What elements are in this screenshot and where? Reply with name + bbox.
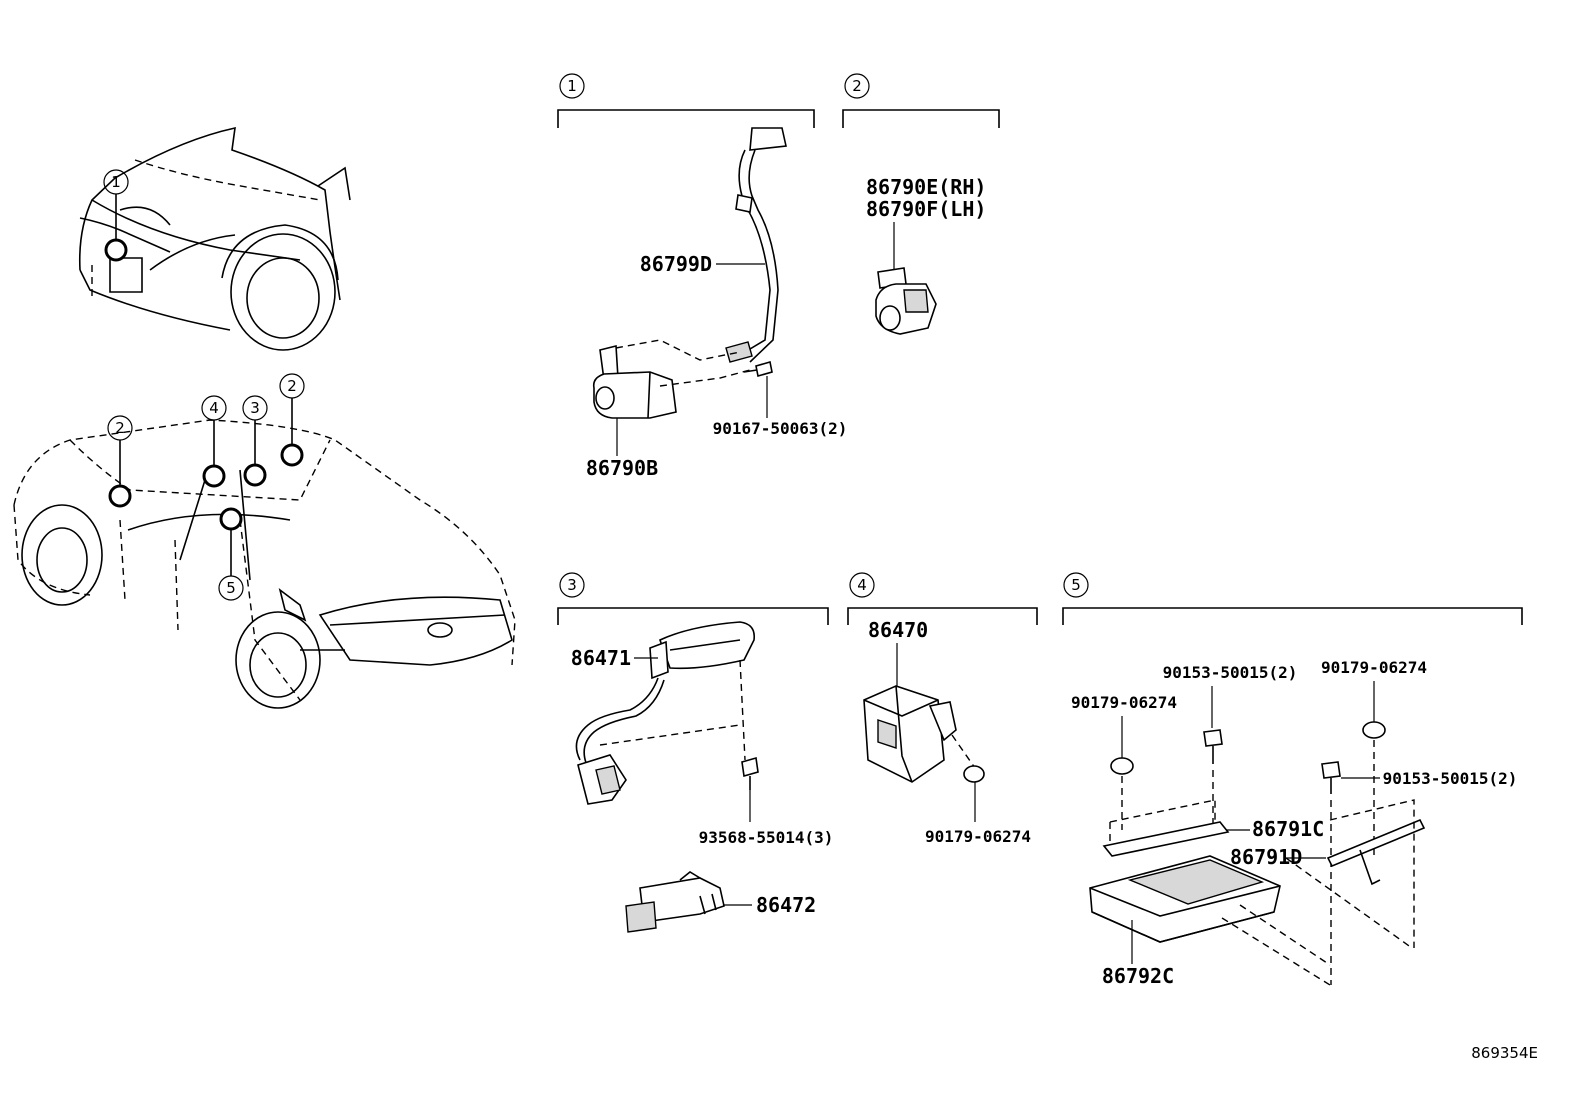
- part-label-90153-50015-a: 90153-50015(2): [1163, 663, 1298, 682]
- camera-unit-86471: [575, 621, 756, 805]
- rear-callouts: 2 4 3 2 5: [107, 373, 305, 601]
- callout-label: 4: [209, 399, 219, 417]
- part-label-86471: 86471: [571, 646, 631, 670]
- side-camera-86790E-F: [875, 267, 937, 335]
- camera-harness-86799D: [725, 127, 787, 363]
- callout-label: 2: [287, 377, 297, 395]
- part-label-86472: 86472: [756, 893, 816, 917]
- nut-90179-06274-a: [1110, 757, 1134, 830]
- section-4: 4 86470 90179-06274: [847, 572, 1038, 846]
- part-label-86790F: 86790F(LH): [866, 197, 986, 221]
- part-label-86790B: 86790B: [586, 456, 658, 480]
- screw-93568-55014: [741, 756, 759, 790]
- part-label-86799D: 86799D: [640, 252, 712, 276]
- rear-vehicle-illustration: [13, 419, 516, 709]
- camera-86790B: [592, 339, 751, 419]
- section-number: 4: [857, 576, 867, 594]
- ecu-86470: [863, 685, 976, 783]
- callout-label: 3: [250, 399, 260, 417]
- screw-90167-50063: [743, 360, 773, 378]
- nut-90179-06274-s4: [963, 765, 985, 783]
- part-label-93568-55014: 93568-55014(3): [699, 828, 834, 847]
- ecu-86792C: [1089, 855, 1331, 986]
- part-label-86790E: 86790E(RH): [866, 175, 986, 199]
- part-label-90179-06274-a: 90179-06274: [1071, 693, 1177, 712]
- bolt-90153-50015-b: [1321, 761, 1341, 985]
- bracket-86791C: [1102, 799, 1230, 857]
- bracket-86791D: [1285, 799, 1426, 949]
- part-label-90153-50015-b: 90153-50015(2): [1383, 769, 1518, 788]
- section-2: 2 86790E(RH) 86790F(LH): [842, 73, 1000, 335]
- diagram-code: 869354E: [1471, 1044, 1538, 1062]
- connector-86472: [625, 871, 725, 933]
- part-label-90179-06274-b: 90179-06274: [1321, 658, 1427, 677]
- section-number: 2: [852, 77, 862, 95]
- callout-1-front: 1: [103, 169, 129, 262]
- section-number: 1: [567, 77, 577, 95]
- part-label-90167-50063: 90167-50063(2): [713, 419, 848, 438]
- callout-label: 5: [226, 579, 236, 597]
- part-label-86791D: 86791D: [1230, 845, 1302, 869]
- section-5: 5 90153-50015(2) 90179-06274 90179-06274…: [1062, 572, 1523, 988]
- section-number: 3: [567, 576, 577, 594]
- part-label-86791C: 86791C: [1252, 817, 1324, 841]
- bolt-90153-50015-a: [1203, 729, 1223, 830]
- section-1: 1 86799D 86790B 90167-50063(2): [557, 73, 848, 480]
- front-vehicle-illustration: [78, 126, 351, 351]
- callout-label: 1: [111, 173, 121, 191]
- callout-label: 2: [115, 419, 125, 437]
- part-label-90179-06274-s4: 90179-06274: [925, 827, 1031, 846]
- part-label-86792C: 86792C: [1102, 964, 1174, 988]
- section-number: 5: [1071, 576, 1081, 594]
- part-label-86470: 86470: [868, 618, 928, 642]
- section-3: 3 86471 93568-55014(3) 86472: [557, 572, 834, 933]
